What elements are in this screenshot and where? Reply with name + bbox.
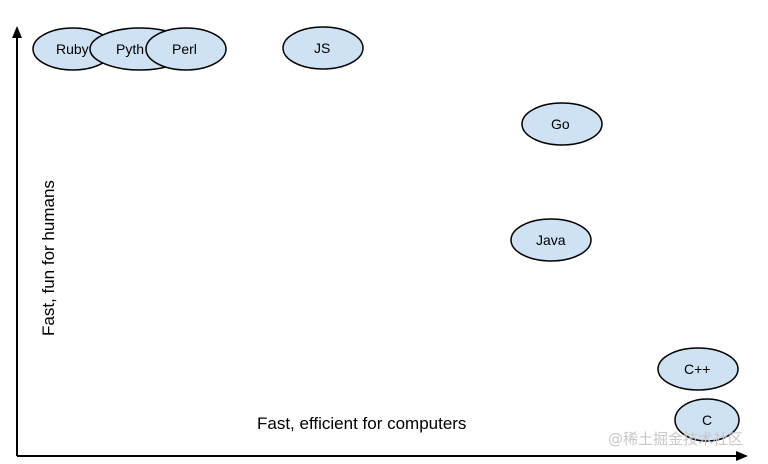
y-axis-arrow-icon (12, 26, 22, 38)
bubble-c: C (674, 398, 740, 442)
bubble-js-shape (282, 26, 364, 70)
bubble-c-shape (674, 398, 740, 442)
bubble-ruby: Ruby (32, 27, 114, 71)
bubble-java-label: Java (536, 232, 566, 248)
bubble-go-label: Go (551, 116, 570, 132)
bubble-js-label: JS (314, 40, 330, 56)
bubble-go: Go (521, 102, 603, 146)
bubble-js: JS (282, 26, 364, 70)
bubble-cpp-label: C++ (684, 361, 710, 377)
watermark-text: @稀土掘金技术社区 (608, 430, 743, 448)
y-axis-label: Fast, fun for humans (39, 180, 58, 336)
bubble-java: Java (510, 218, 592, 262)
bubble-c-label: C (702, 412, 712, 428)
bubble-perl: Perl (145, 27, 227, 71)
x-axis-arrow-icon (736, 451, 748, 461)
bubble-cpp-shape (657, 347, 739, 391)
bubble-go-shape (521, 102, 603, 146)
bubble-perl-label: Perl (172, 41, 197, 57)
x-axis-label: Fast, efficient for computers (257, 414, 466, 433)
bubble-cpp: C++ (657, 347, 739, 391)
bubble-python-label: Pyth (116, 41, 144, 57)
bubble-perl-shape (145, 27, 227, 71)
bubble-ruby-label: Ruby (56, 41, 89, 57)
bubble-java-shape (510, 218, 592, 262)
